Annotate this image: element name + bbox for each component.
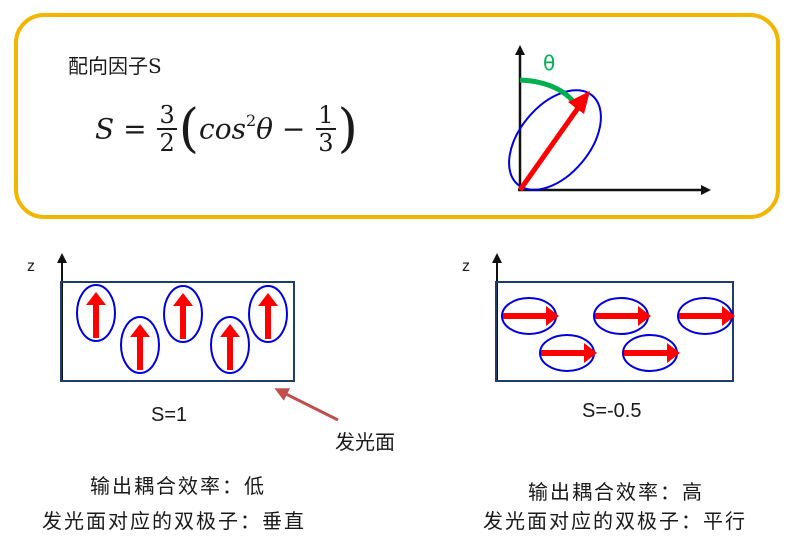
formula-cos: cos [199, 112, 246, 146]
angle-label: θ [543, 51, 555, 75]
dipole-ellipse [210, 316, 250, 374]
orientation-formula: S = 3 2 (cos2θ − 1 3 ) [95, 99, 358, 159]
vertical-dipole-arrow [130, 324, 150, 370]
angle-arc [519, 77, 581, 110]
formula-fraction-3-2: 3 2 [157, 101, 177, 157]
fraction-numerator: 3 [157, 101, 177, 130]
formula-fraction-1-3: 1 3 [316, 101, 336, 157]
dipole-angle-diagram: θ [508, 45, 711, 195]
formula-equals: = [123, 112, 147, 146]
horizontal-dipole-arrow [595, 306, 651, 326]
vertical-dipole-arrow [86, 292, 106, 338]
left-paren: ( [178, 99, 200, 159]
formula-minus: − [281, 112, 306, 146]
s-value-left: S=1 [151, 404, 188, 426]
vertical-dipole-arrow [258, 293, 278, 339]
right-caption-line1: 输出耦合效率：高 [528, 480, 704, 504]
dipole-arrow-head [568, 91, 590, 114]
fraction-denominator: 2 [159, 129, 175, 157]
orientation-factor-panel [14, 13, 780, 219]
left-caption-line2: 发光面对应的双极子：垂直 [42, 509, 306, 533]
dipole-arrow-shaft [517, 106, 581, 192]
formula-lhs: S [95, 112, 115, 146]
emitter-layer-box-right [495, 281, 734, 382]
dipole-ellipse [76, 284, 116, 342]
dipole-ellipse [508, 89, 602, 191]
horizontal-dipole-arrow [503, 306, 559, 326]
vertical-dipole-arrow [220, 324, 240, 370]
s-value-right: S=-0.5 [582, 400, 642, 422]
vertical-dipole-arrow [173, 293, 193, 339]
vertical-dipole-panel [57, 253, 339, 422]
z-axis-label-right: z [462, 258, 470, 275]
dipole-ellipse [120, 316, 160, 374]
z-axis-label-left: z [27, 258, 35, 275]
formula-theta: θ [256, 112, 274, 146]
fraction-denominator: 3 [318, 129, 334, 157]
dipole-ellipse [248, 285, 288, 343]
panel-title: 配向因子S [68, 54, 162, 78]
emitter-layer-box-left [60, 281, 295, 382]
horizontal-dipole-arrow [624, 343, 680, 363]
left-caption-line1: 输出耦合效率：低 [90, 474, 266, 498]
formula-exponent: 2 [245, 111, 257, 131]
right-caption-line2: 发光面对应的双极子：平行 [483, 509, 747, 533]
dipole-ellipse [163, 285, 203, 343]
emission-surface-label: 发光面 [335, 430, 395, 454]
horizontal-dipole-arrow [679, 306, 735, 326]
emission-surface-pointer [274, 388, 339, 422]
fraction-numerator: 1 [316, 101, 336, 130]
horizontal-dipole-arrow [541, 343, 597, 363]
right-paren: ) [337, 99, 358, 159]
horizontal-dipole-panel [492, 253, 735, 382]
